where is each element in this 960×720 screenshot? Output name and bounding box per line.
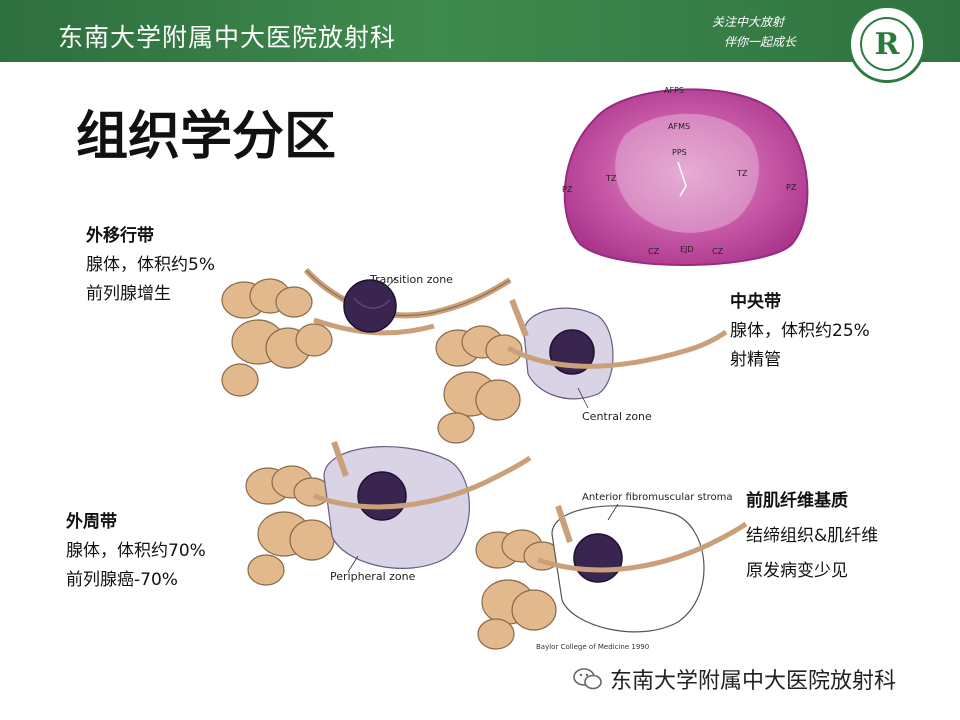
anterior-stroma-diagram: Anterior fibromuscular stroma	[475, 492, 748, 650]
header-slogan: 关注中大放射 伴你一起成长	[712, 12, 796, 52]
anterior-stroma-line-1: 结缔组织&肌纤维	[746, 526, 879, 546]
histo-label-tz-right: TZ	[736, 169, 748, 178]
histo-label-cz-left: CZ	[648, 247, 660, 256]
anterior-stroma-line-2: 原发病变少见	[746, 561, 848, 581]
transition-zone-text: 外移行带 腺体，体积约5% 前列腺增生	[86, 222, 215, 309]
wechat-watermark: 东南大学附属中大医院放射科	[572, 664, 896, 694]
central-zone-diagram: Central zone	[435, 298, 728, 444]
image-credit: Baylor College of Medicine 1990	[536, 643, 650, 651]
central-zone-text: 中央带 腺体，体积约25% 射精管	[730, 288, 870, 375]
histo-label-afms: AFMS	[668, 122, 690, 131]
header-bar: 东南大学附属中大医院放射科 关注中大放射 伴你一起成长	[0, 0, 960, 62]
peripheral-zone-diagram: Peripheral zone	[245, 441, 532, 586]
peripheral-zone-heading: 外周带	[66, 512, 117, 532]
diagram-label-anterior: Anterior fibromuscular stroma	[582, 492, 733, 503]
histo-label-pz-right: PZ	[786, 183, 797, 192]
central-zone-line-1: 腺体，体积约25%	[730, 321, 870, 341]
page-title: 组织学分区	[76, 107, 337, 167]
histo-label-tz-left: TZ	[605, 174, 617, 183]
anterior-stroma-text: 前肌纤维基质 结缔组织&肌纤维 原发病变少见	[746, 484, 878, 589]
diagram-label-central: Central zone	[582, 410, 652, 423]
histo-label-pps: PPS	[672, 148, 687, 157]
hospital-logo: R	[848, 5, 926, 83]
diagram-label-peripheral: Peripheral zone	[330, 570, 416, 583]
anterior-stroma-heading: 前肌纤维基质	[746, 491, 848, 511]
watermark-text: 东南大学附属中大医院放射科	[610, 669, 897, 694]
histology-section-image: AFPS AFMS PPS TZ TZ PZ PZ CZ EJD CZ	[554, 76, 814, 272]
transition-zone-line-1: 腺体，体积约5%	[86, 255, 215, 275]
histo-label-afps: AFPS	[664, 86, 684, 95]
transition-zone-heading: 外移行带	[86, 226, 154, 246]
peripheral-zone-line-1: 腺体，体积约70%	[66, 541, 206, 561]
central-zone-heading: 中央带	[730, 292, 781, 312]
logo-letter: R	[874, 26, 900, 62]
histo-label-pz-left: PZ	[562, 185, 573, 194]
slogan-line-1: 关注中大放射	[712, 15, 785, 29]
transition-zone-diagram: Transition zone	[221, 267, 512, 397]
peripheral-zone-text: 外周带 腺体，体积约70% 前列腺癌-70%	[66, 508, 206, 595]
wechat-icon	[573, 668, 602, 690]
diagram-label-transition: Transition zone	[369, 273, 453, 286]
slogan-line-2: 伴你一起成长	[724, 35, 797, 49]
header-title: 东南大学附属中大医院放射科	[58, 23, 397, 52]
histo-label-ejd: EJD	[680, 245, 694, 254]
logo-inner-ring: R	[860, 17, 914, 71]
histo-label-cz-right: CZ	[712, 247, 724, 256]
transition-zone-line-2: 前列腺增生	[86, 284, 171, 304]
peripheral-zone-line-2: 前列腺癌-70%	[66, 570, 178, 590]
central-zone-line-2: 射精管	[730, 350, 781, 370]
